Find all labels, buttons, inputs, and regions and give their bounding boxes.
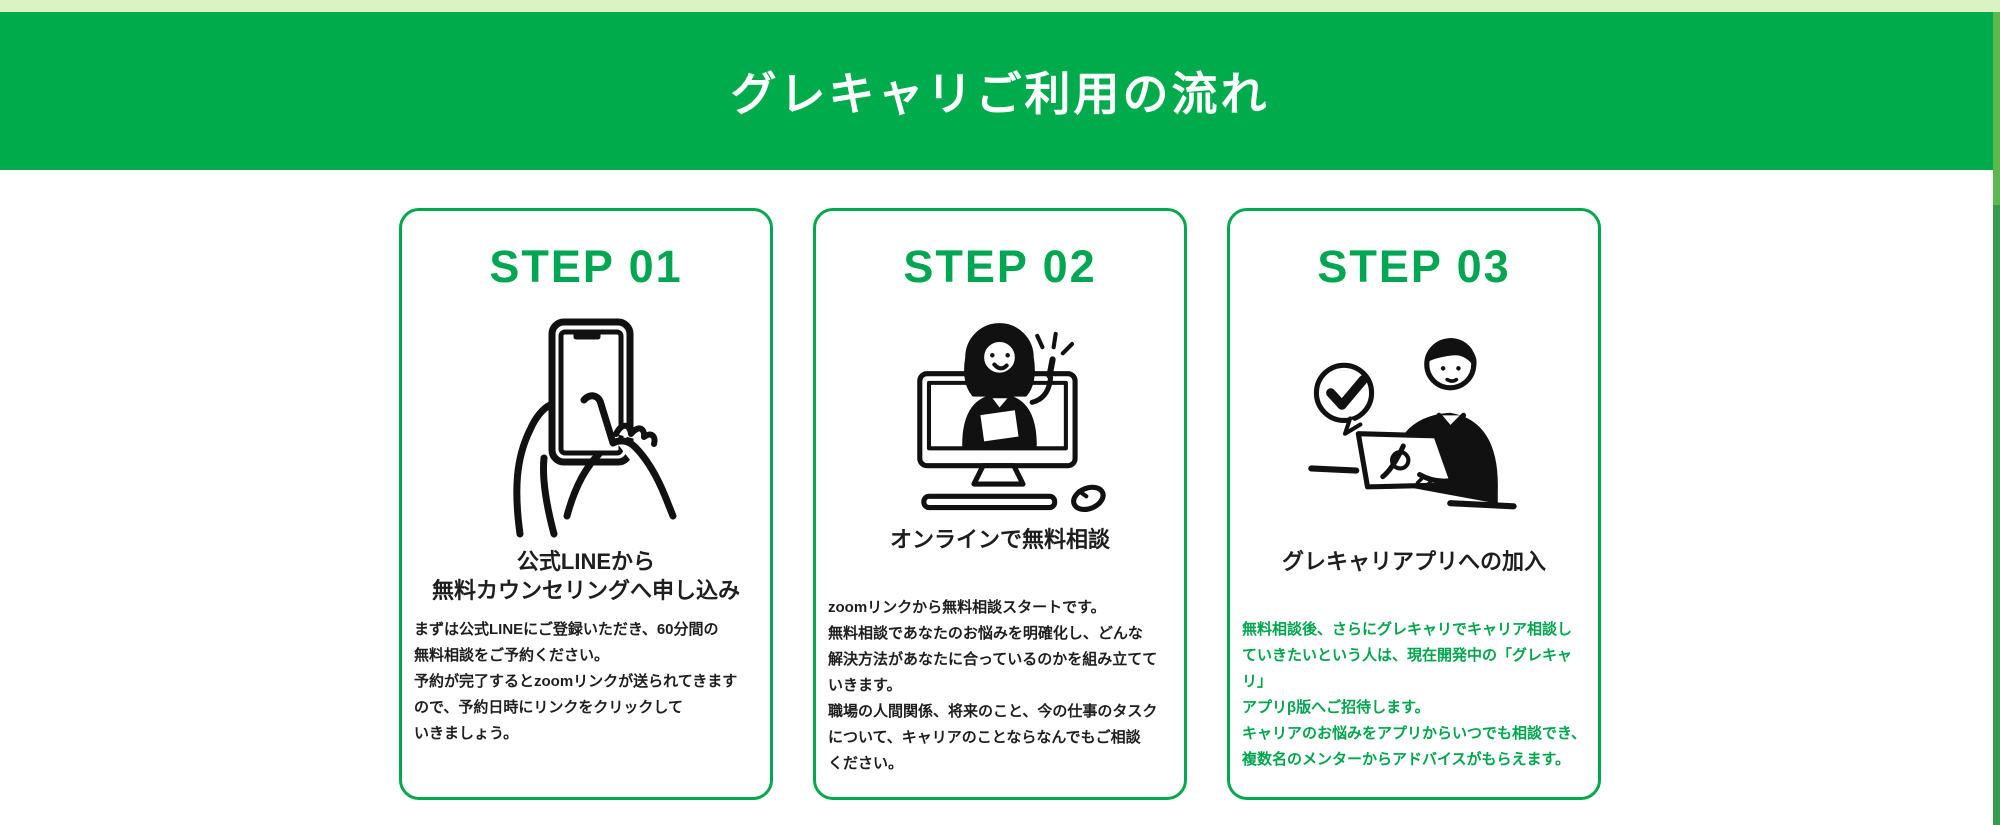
step-2-description: zoomリンクから無料相談スタートです。 無料相談であなたのお悩みを明確化し、ど… [828,599,1158,772]
hand-tapping-smartphone-illustration [481,303,691,543]
step-1-description: まずは公式LINEにご登録いただき、60分間の 無料相談をご予約ください。 予約… [414,620,738,742]
step-card-3: STEP 03 [1227,208,1601,800]
man-laptop-checkmark-illustration [1297,303,1532,543]
step-2-title: オンラインで無料相談 [889,527,1110,552]
page-title: グレキャリご利用の流れ [730,68,1270,120]
step-3-description: 無料相談後、さらにグレキャリでキャリア相談し ていきたいという人は、現在開発中の… [1242,620,1586,768]
steps-container: STEP 01 公式LINEから 無料カウンセリングへ申し込み まずは公式LIN… [0,208,2000,800]
section-header: グレキャリご利用の流れ [0,12,2000,170]
step-2-label: STEP 02 [903,241,1097,292]
top-accent-strip [0,0,2000,12]
step-3-title: グレキャリアプリへの加入 [1281,548,1546,574]
step-3-label: STEP 03 [1317,241,1511,292]
scrollbar-thumb[interactable] [1993,205,2000,825]
step-1-label: STEP 01 [489,241,683,292]
page-scrollbar[interactable] [1993,12,2000,825]
step-card-2: STEP 02 [813,208,1187,800]
step-1-title: 公式LINEから 無料カウンセリングへ申し込み [431,548,740,603]
step-card-1: STEP 01 公式LINEから 無料カウンセリングへ申し込み まずは公式LIN… [399,208,773,800]
online-consultation-monitor-illustration [883,303,1118,521]
